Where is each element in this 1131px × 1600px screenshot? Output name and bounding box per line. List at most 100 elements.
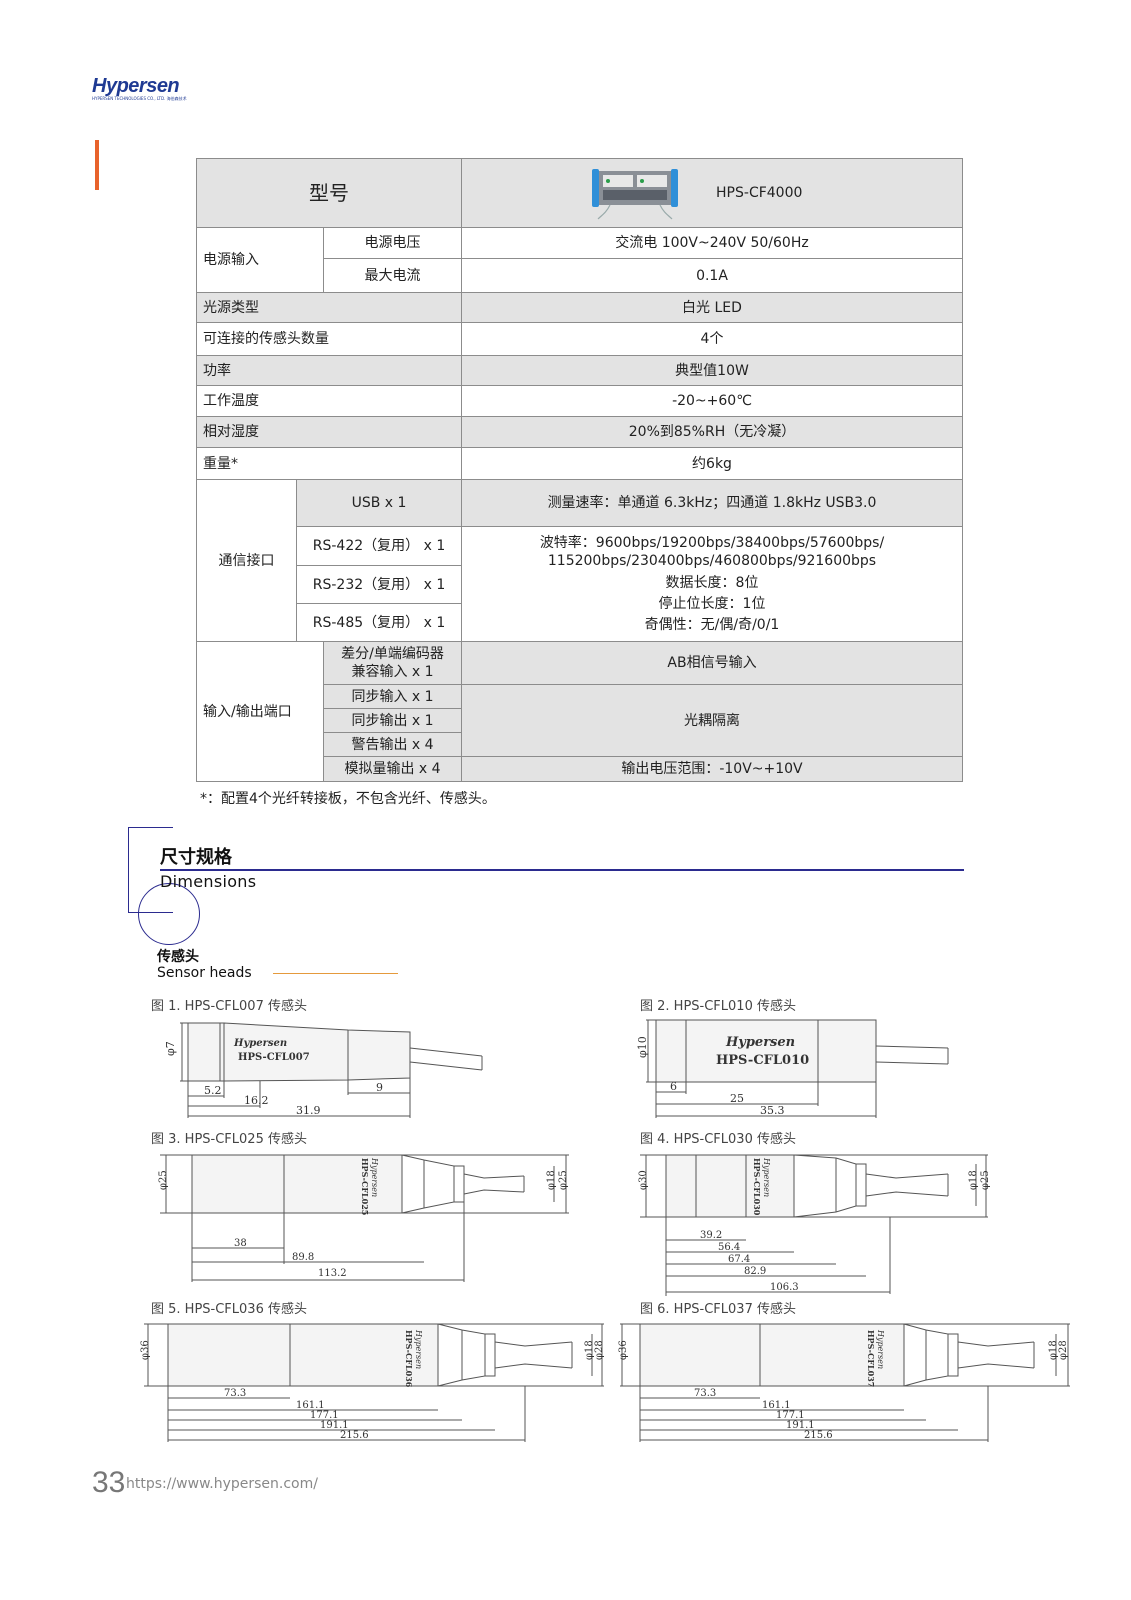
- alarm-label: 警告输出 x 4: [323, 732, 462, 757]
- usb-value: 测量速率：单通道 6.3kHz；四通道 1.8kHz USB3.0: [461, 479, 963, 527]
- logo-subtitle: HYPERSEN TECHNOLOGIES CO., LTD. 海伯森技术: [92, 96, 187, 101]
- serial-value: 波特率：9600bps/19200bps/38400bps/57600bps/ …: [461, 526, 963, 642]
- dim-191-1: 191.1: [786, 1420, 815, 1431]
- footer-url[interactable]: https://www.hypersen.com/: [126, 1476, 318, 1492]
- dim-16-2: 16.2: [244, 1094, 269, 1107]
- dim-161-1: 161.1: [762, 1400, 791, 1411]
- weight-label: 重量*: [196, 447, 462, 480]
- brand-logo: Hypersen HYPERSEN TECHNOLOGIES CO., LTD.…: [92, 76, 192, 102]
- figure-2-label: HPS-CFL010: [716, 1053, 809, 1068]
- dim-6: 6: [670, 1080, 677, 1093]
- power-input-label: 电源输入: [196, 227, 324, 293]
- dim-diameter: φ10: [636, 1036, 649, 1058]
- sensor-heads-subtitle: Sensor heads: [157, 965, 252, 981]
- temp-label: 工作温度: [196, 385, 462, 417]
- accent-bar: [95, 140, 99, 190]
- max-current-value: 0.1A: [461, 258, 963, 293]
- figure-4-brand: Hypersen: [762, 1157, 771, 1197]
- power-label: 功率: [196, 355, 462, 386]
- figure-5-label: HPS-CFL036: [404, 1330, 414, 1388]
- baud-line-1: 波特率：9600bps/19200bps/38400bps/57600bps/: [539, 535, 885, 551]
- sync-in-label: 同步输入 x 1: [323, 684, 462, 709]
- dim-215-6: 215.6: [804, 1430, 833, 1441]
- dim-39-2: 39.2: [700, 1230, 722, 1241]
- figure-5-caption: 图 5. HPS-CFL036 传感头: [151, 1302, 307, 1317]
- figure-6-label: HPS-CFL037: [866, 1330, 876, 1387]
- dim-35-3: 35.3: [760, 1104, 785, 1117]
- light-source-value: 白光 LED: [461, 292, 963, 323]
- dim-diameter: φ25: [158, 1170, 169, 1190]
- temp-value: -20~+60℃: [461, 385, 963, 417]
- baud-line-2: 115200bps/230400bps/460800bps/921600bps: [547, 553, 877, 569]
- comm-label: 通信接口: [196, 479, 297, 642]
- figure-1-brand: Hypersen: [233, 1038, 287, 1049]
- dim-diameter: φ7: [164, 1041, 177, 1056]
- supply-voltage-value: 交流电 100V~240V 50/60Hz: [461, 227, 963, 259]
- data-length: 数据长度：8位: [665, 575, 759, 591]
- dim-82-9: 82.9: [744, 1266, 766, 1277]
- sensor-heads-rule: [273, 973, 398, 974]
- section-underline: [160, 869, 964, 871]
- dim-diameter-28: φ28: [594, 1340, 605, 1360]
- dim-diameter: φ36: [140, 1340, 151, 1360]
- rs485-label: RS-485（复用） x 1: [296, 603, 462, 642]
- dim-5-2: 5.2: [204, 1084, 222, 1097]
- analog-label: 模拟量输出 x 4: [323, 756, 462, 782]
- usb-label: USB x 1: [296, 479, 462, 527]
- dim-diameter-18: φ18: [546, 1170, 557, 1190]
- rs232-label: RS-232（复用） x 1: [296, 565, 462, 604]
- section-circle: [138, 883, 200, 945]
- analog-value: 输出电压范围：-10V~+10V: [461, 756, 963, 782]
- dim-106-3: 106.3: [770, 1282, 799, 1293]
- power-value: 典型值10W: [461, 355, 963, 386]
- dim-diameter: φ36: [618, 1340, 629, 1360]
- humidity-label: 相对湿度: [196, 416, 462, 448]
- figure-6-drawing: φ36 φ18 φ28 73.3 161.1 177.1 191.1 215.6…: [618, 1323, 1070, 1442]
- dim-diameter-18: φ18: [1048, 1340, 1059, 1360]
- stop-bits: 停止位长度：1位: [658, 596, 766, 612]
- figure-3-brand: Hypersen: [370, 1157, 379, 1197]
- figure-4-drawing: φ30 φ18 φ25 39.2 56.4 67.4 82.9 106.3 HP…: [638, 1154, 991, 1296]
- humidity-value: 20%到85%RH（无冷凝）: [461, 416, 963, 448]
- dim-diameter: φ30: [638, 1170, 649, 1190]
- dim-191-1: 191.1: [320, 1420, 349, 1431]
- table-row: 型号 HPS-CF4000: [196, 158, 963, 228]
- heads-label: 可连接的传感头数量: [196, 322, 462, 356]
- page-number: 33: [92, 1466, 126, 1499]
- dim-diameter-25: φ25: [980, 1170, 991, 1190]
- weight-value: 约6kg: [461, 447, 963, 480]
- parity: 奇偶性：无/偶/奇/0/1: [644, 617, 780, 633]
- sensor-heads-title: 传感头: [157, 949, 199, 965]
- dim-177-1: 177.1: [310, 1410, 339, 1421]
- dim-177-1: 177.1: [776, 1410, 805, 1421]
- sync-out-label: 同步输出 x 1: [323, 708, 462, 733]
- dim-73-3: 73.3: [224, 1388, 246, 1399]
- dim-diameter-28: φ28: [1058, 1340, 1069, 1360]
- encoder-value: AB相信号输入: [461, 641, 963, 685]
- figure-1-caption: 图 1. HPS-CFL007 传感头: [151, 999, 307, 1014]
- figure-1-label: HPS-CFL007: [238, 1052, 310, 1063]
- heads-value: 4个: [461, 322, 963, 356]
- figure-4-caption: 图 4. HPS-CFL030 传感头: [640, 1132, 796, 1147]
- dim-31-9: 31.9: [296, 1104, 321, 1117]
- figure-2-caption: 图 2. HPS-CFL010 传感头: [640, 999, 796, 1014]
- supply-voltage-label: 电源电压: [323, 227, 462, 259]
- figure-1-drawing: φ7 5.2 16.2 31.9 9 Hypersen HPS-CFL007: [164, 1022, 483, 1118]
- dim-diameter-18: φ18: [968, 1170, 979, 1190]
- max-current-label: 最大电流: [323, 258, 462, 293]
- opto-value: 光耦隔离: [461, 684, 963, 757]
- controller-device-icon: [591, 169, 678, 220]
- figure-6-caption: 图 6. HPS-CFL037 传感头: [640, 1302, 796, 1317]
- figure-5-drawing: φ36 φ18 φ28 73.3 161.1 177.1 191.1 215.6…: [140, 1323, 605, 1442]
- table-footnote: *：配置4个光纤转接板，不包含光纤、传感头。: [200, 791, 496, 807]
- dim-diameter-18: φ18: [584, 1340, 595, 1360]
- dim-25: 25: [730, 1092, 744, 1105]
- figure-6-brand: Hypersen: [876, 1329, 885, 1369]
- dim-161-1: 161.1: [296, 1400, 325, 1411]
- dim-113-2: 113.2: [318, 1268, 347, 1279]
- dim-215-6: 215.6: [340, 1430, 369, 1441]
- figure-2-drawing: φ10 6 25 35.3 Hypersen HPS-CFL010: [636, 1019, 949, 1118]
- figure-1-dims: φ7 5.2 16.2 31.9 9: [164, 1041, 383, 1117]
- model-label: 型号: [196, 158, 462, 228]
- dim-9: 9: [376, 1081, 383, 1094]
